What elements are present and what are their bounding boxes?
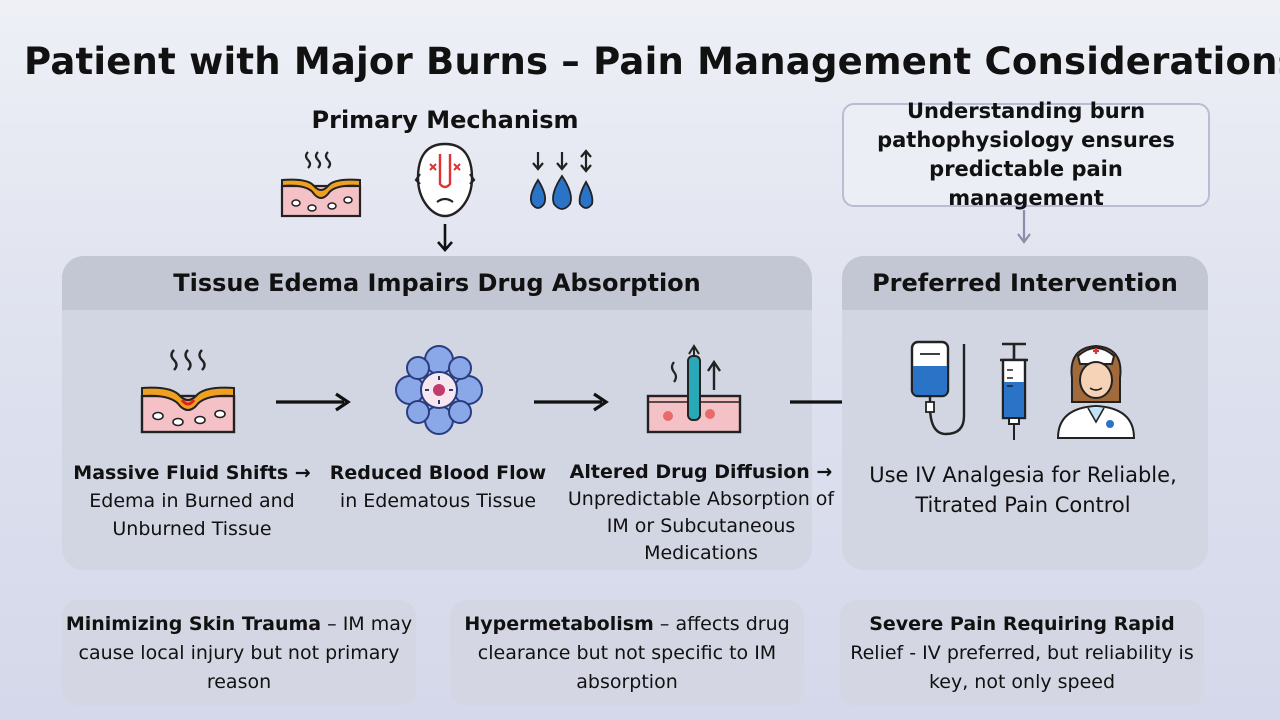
intervention-text: Use IV Analgesia for Reliable, Titrated … — [869, 463, 1177, 517]
callout-arrow-icon — [1017, 210, 1031, 244]
step-drug-diffusion-title: Altered Drug Diffusion → — [569, 461, 833, 483]
flow-arrow-icon — [276, 392, 351, 412]
distractor-skin-trauma: Minimizing Skin Trauma – IM may cause lo… — [62, 600, 416, 706]
distractor-severe-pain-text: Relief - IV preferred, but reliability i… — [850, 641, 1194, 693]
step-fluid-shifts-text: Edema in Burned and Unburned Tissue — [89, 490, 295, 540]
distractor-skin-trauma-text: – IM may cause local injury but not prim… — [78, 612, 413, 693]
iv-bag-icon — [910, 340, 966, 436]
intervention-panel-header: Preferred Intervention — [842, 256, 1208, 310]
distractor-severe-pain: Severe Pain Requiring Rapid Relief - IV … — [840, 600, 1204, 706]
distractor-severe-pain-title: Severe Pain Requiring Rapid — [869, 612, 1175, 635]
step-blood-flow-text: in Edematous Tissue — [339, 490, 537, 512]
distractor-hypermetabolism-title: Hypermetabolism — [464, 612, 654, 635]
step-drug-diffusion: Altered Drug Diffusion → Unpredictable A… — [558, 459, 844, 567]
step-fluid-shifts-title: Massive Fluid Shifts → — [73, 462, 311, 484]
distractor-skin-trauma-title: Minimizing Skin Trauma — [65, 612, 322, 635]
syringe-icon — [1000, 342, 1028, 440]
step-blood-flow: Reduced Blood Flow in Edematous Tissue — [322, 459, 554, 515]
step-blood-flow-title: Reduced Blood Flow — [329, 462, 547, 484]
flow-arrow-icon — [534, 392, 609, 412]
nurse-icon — [1056, 344, 1136, 439]
fluid-drops-icon — [529, 149, 594, 210]
primary-mechanism-title: Primary Mechanism — [311, 106, 579, 134]
callout-box: Understanding burn pathophysiology ensur… — [842, 99, 1210, 210]
page-title: Patient with Major Burns – Pain Manageme… — [24, 40, 1280, 83]
injection-tissue-icon — [646, 344, 742, 434]
distractor-hypermetabolism: Hypermetabolism – affects drug clearance… — [450, 600, 804, 706]
step-fluid-shifts: Massive Fluid Shifts → Edema in Burned a… — [66, 459, 318, 543]
burned-skin-icon — [280, 151, 362, 218]
down-arrow-icon — [437, 224, 453, 252]
blood-cell-icon — [395, 345, 483, 435]
pained-face-icon — [414, 142, 476, 218]
distractor-hypermetabolism-text: – affects drug clearance but not specifi… — [477, 612, 790, 693]
burned-skin-icon — [140, 349, 236, 434]
edema-panel-header: Tissue Edema Impairs Drug Absorption — [62, 256, 812, 310]
step-drug-diffusion-text: Unpredictable Absorption of IM or Subcut… — [567, 488, 835, 564]
